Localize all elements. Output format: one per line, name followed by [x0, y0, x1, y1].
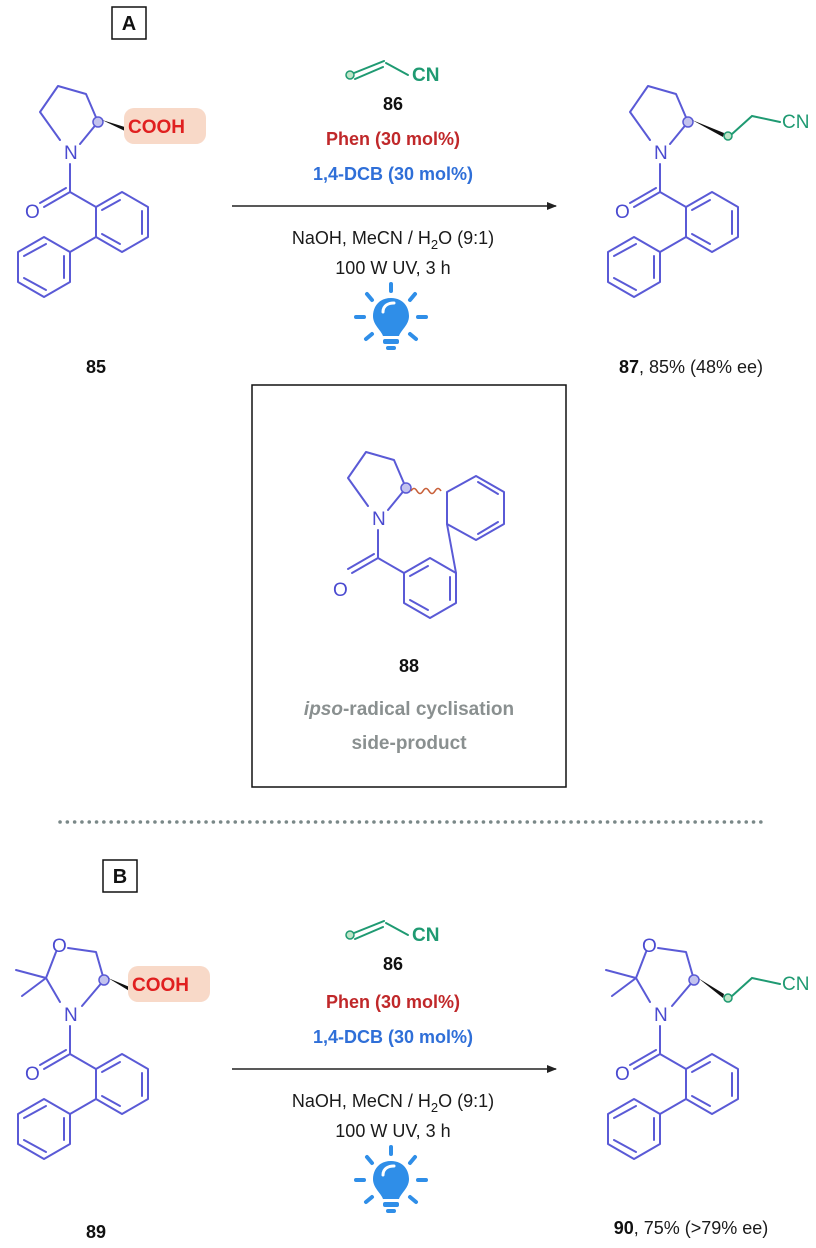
- light-source-text: 100 W UV, 3 h: [335, 258, 450, 278]
- nitrogen-atom: N: [64, 1005, 78, 1026]
- oxygen-atom: O: [52, 936, 67, 957]
- panel-label-box: [111, 6, 147, 40]
- reactant-89-structure: O COOH N O: [15, 936, 210, 1160]
- product-90-structure: O CN N O: [605, 936, 809, 1160]
- light-bulb-icon: [354, 282, 428, 352]
- base-solvent-text: NaOH, MeCN / H2O (9:1): [292, 1091, 494, 1115]
- reactant-89-number: 89: [86, 1222, 106, 1242]
- sensitizer-text: 1,4-DCB (30 mol%): [313, 164, 473, 184]
- reagent-86-structure: CN: [345, 920, 439, 946]
- catalyst-text: Phen (30 mol%): [326, 992, 460, 1012]
- side-product-88-structure: N O: [333, 451, 505, 619]
- product-90-label: 90, 75% (>79% ee): [614, 1218, 769, 1238]
- acid-group-label: COOH: [132, 975, 189, 996]
- light-source-text: 100 W UV, 3 h: [335, 1121, 450, 1141]
- reagent-cn-label: CN: [412, 65, 439, 86]
- reagent-86-structure: CN: [345, 60, 439, 86]
- product-cn-label: CN: [782, 112, 809, 133]
- product-87-label: 87, 85% (48% ee): [619, 357, 763, 377]
- catalyst-text: Phen (30 mol%): [326, 129, 460, 149]
- product-cn-label: CN: [782, 974, 809, 995]
- reagent-cn-label: CN: [412, 925, 439, 946]
- base-solvent-text: NaOH, MeCN / H2O (9:1): [292, 228, 494, 252]
- side-product-description-line2: side-product: [351, 733, 467, 754]
- reactant-85-number: 85: [86, 357, 106, 377]
- product-87-structure: CN N O: [607, 85, 809, 298]
- reagent-86-number: 86: [383, 94, 403, 114]
- panel-a-label: A: [122, 13, 136, 35]
- oxygen-atom: O: [25, 202, 40, 223]
- acid-group-label: COOH: [128, 117, 185, 138]
- oxygen-atom: O: [25, 1064, 40, 1085]
- oxygen-atom: O: [642, 936, 657, 957]
- panel-b-label: B: [113, 866, 127, 888]
- nitrogen-atom: N: [372, 509, 386, 530]
- side-product-box: [251, 384, 567, 788]
- panel-label-box: [102, 859, 138, 893]
- nitrogen-atom: N: [654, 143, 668, 164]
- oxygen-atom: O: [615, 1064, 630, 1085]
- reactant-85-structure: COOH N O: [17, 85, 206, 298]
- nitrogen-atom: N: [64, 143, 78, 164]
- nitrogen-atom: N: [654, 1005, 668, 1026]
- oxygen-atom: O: [615, 202, 630, 223]
- oxygen-atom: O: [333, 580, 348, 601]
- side-product-description-line1: ipso-radical cyclisation: [304, 699, 514, 720]
- light-bulb-icon: [354, 1145, 428, 1215]
- side-product-88-number: 88: [399, 656, 419, 676]
- reagent-86-number: 86: [383, 954, 403, 974]
- sensitizer-text: 1,4-DCB (30 mol%): [313, 1027, 473, 1047]
